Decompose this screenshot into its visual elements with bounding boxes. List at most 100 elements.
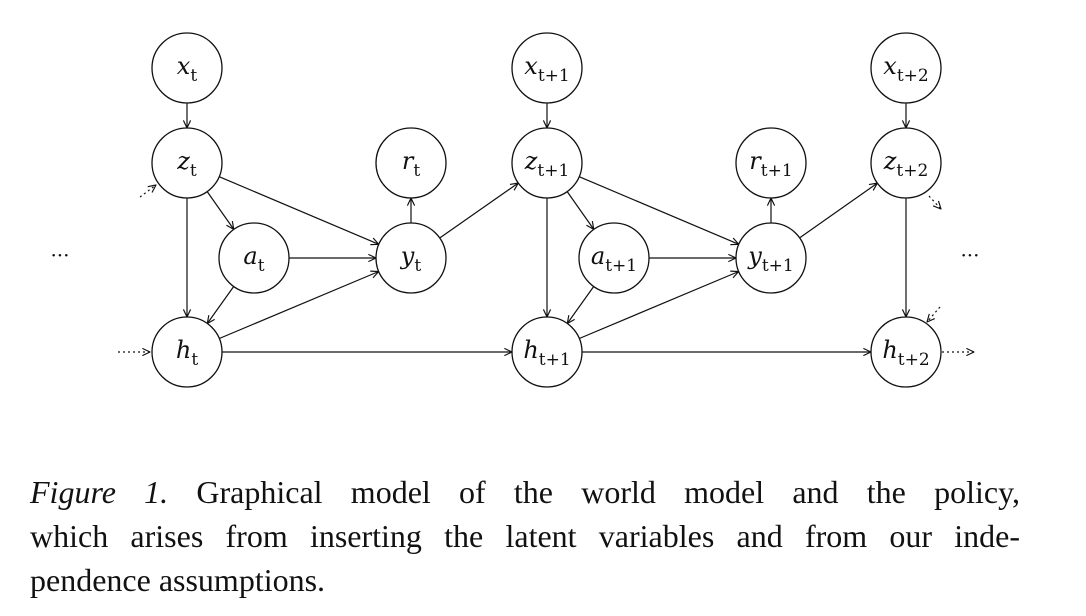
- node-circle: [870, 32, 942, 104]
- node-label-subscript: t+1: [537, 161, 569, 181]
- node-label-base: z: [176, 147, 190, 175]
- node-circle: [218, 222, 290, 294]
- node-label: zt+2: [883, 147, 929, 181]
- node-label-base: y: [400, 242, 415, 270]
- node-circle: [511, 32, 583, 104]
- node-z-tp2: zt+2: [870, 127, 942, 199]
- node-label-subscript: t+2: [896, 161, 928, 181]
- edge-a-tp1-to-h-tp1: [567, 286, 595, 324]
- node-label-subscript: t+1: [761, 161, 793, 181]
- dotted-edges-layer: [118, 185, 974, 352]
- outgoing-dotted-edge-z-t2: [928, 195, 941, 209]
- node-x-t: xt: [151, 32, 223, 104]
- edge-a-t-to-h-t: [207, 286, 235, 324]
- node-label-subscript: t: [190, 161, 197, 181]
- node-circle: [578, 222, 650, 294]
- caption-line-1: Figure 1. Graphical model of the world m…: [30, 470, 1020, 514]
- node-label: zt: [176, 147, 197, 181]
- node-label: ht+2: [882, 336, 929, 370]
- incoming-dotted-edge-h-t2: [927, 306, 941, 322]
- node-circle: [735, 127, 807, 199]
- node-label-base: z: [883, 147, 897, 175]
- node-circle: [870, 316, 942, 388]
- node-label-base: x: [524, 52, 538, 80]
- node-x-tp1: xt+1: [511, 32, 583, 104]
- node-label-base: r: [402, 147, 415, 175]
- node-label: ht+1: [523, 336, 570, 370]
- figure-caption: Figure 1. Graphical model of the world m…: [30, 470, 1020, 602]
- node-circle: [375, 222, 447, 294]
- node-circle: [511, 316, 583, 388]
- node-label-subscript: t+1: [538, 66, 570, 86]
- node-label-subscript: t: [190, 66, 197, 86]
- node-label-base: h: [523, 336, 538, 364]
- node-label-base: a: [243, 242, 257, 270]
- node-label: yt+1: [747, 242, 793, 276]
- node-h-t: ht: [151, 316, 223, 388]
- edge-z-t-to-y-t: [218, 176, 379, 245]
- node-label-subscript: t: [258, 256, 265, 276]
- node-r-t: rt: [375, 127, 447, 199]
- edge-h-tp1-to-y-tp1: [579, 272, 738, 340]
- node-label: xt+2: [883, 52, 928, 86]
- node-circle: [151, 127, 223, 199]
- node-label: zt+1: [524, 147, 570, 181]
- node-label-subscript: t+2: [897, 66, 929, 86]
- node-label: at+1: [591, 242, 637, 276]
- nodes-layer: xtztatrtythtxt+1zt+1at+1rt+1yt+1ht+1xt+2…: [151, 32, 942, 388]
- node-label: at: [243, 242, 264, 276]
- node-label-base: r: [749, 147, 762, 175]
- node-label-base: y: [747, 242, 762, 270]
- edge-z-tp1-to-a-tp1: [566, 191, 594, 230]
- node-circle: [870, 127, 942, 199]
- node-y-t: yt: [375, 222, 447, 294]
- graphical-model-diagram: ··· ··· xtztatrtythtxt+1zt+1at+1rt+1yt+1…: [50, 32, 980, 388]
- node-label-subscript: t+2: [898, 350, 930, 370]
- node-label: ht: [176, 336, 198, 370]
- node-y-tp1: yt+1: [735, 222, 807, 294]
- edge-y-tp1-to-z-tp2: [799, 183, 878, 239]
- node-z-t: zt: [151, 127, 223, 199]
- node-h-tp2: ht+2: [870, 316, 942, 388]
- node-label-subscript: t+1: [539, 350, 571, 370]
- caption-line-3: pendence assumptions.: [30, 562, 326, 598]
- caption-text-1: Graphical model of the world model and t…: [196, 474, 1021, 510]
- edge-y-t-to-z-tp1: [439, 183, 519, 239]
- node-label-base: a: [591, 242, 605, 270]
- edge-z-tp1-to-y-tp1: [578, 176, 739, 245]
- node-circle: [151, 316, 223, 388]
- node-label-base: x: [883, 52, 897, 80]
- node-label-subscript: t: [191, 350, 198, 370]
- node-label-base: z: [524, 147, 538, 175]
- node-label-base: h: [882, 336, 897, 364]
- node-label-subscript: t+1: [762, 256, 794, 276]
- edge-z-t-to-a-t: [206, 191, 234, 230]
- node-label: xt: [177, 52, 198, 86]
- node-label-subscript: t: [414, 256, 421, 276]
- node-circle: [151, 32, 223, 104]
- node-circle: [735, 222, 807, 294]
- node-label: yt: [400, 242, 422, 276]
- node-x-tp2: xt+2: [870, 32, 942, 104]
- ellipsis-right: ···: [960, 243, 979, 267]
- caption-figure-label: Figure 1.: [30, 474, 169, 510]
- node-h-tp1: ht+1: [511, 316, 583, 388]
- edges-layer: [187, 103, 906, 352]
- node-circle: [511, 127, 583, 199]
- node-label-base: h: [176, 336, 191, 364]
- node-label-subscript: t: [413, 161, 420, 181]
- ellipsis-left: ···: [50, 243, 69, 267]
- node-label: rt: [402, 147, 420, 181]
- node-a-t: at: [218, 222, 290, 294]
- node-circle: [375, 127, 447, 199]
- node-label-base: x: [177, 52, 191, 80]
- node-label: rt+1: [749, 147, 792, 181]
- edge-h-t-to-y-t: [219, 272, 378, 340]
- caption-line-2: which arises from inserting the latent v…: [30, 518, 1020, 554]
- node-label-subscript: t+1: [605, 256, 637, 276]
- node-r-tp1: rt+1: [735, 127, 807, 199]
- node-a-tp1: at+1: [578, 222, 650, 294]
- node-z-tp1: zt+1: [511, 127, 583, 199]
- incoming-dotted-edge-z-t: [139, 185, 156, 198]
- node-label: xt+1: [524, 52, 569, 86]
